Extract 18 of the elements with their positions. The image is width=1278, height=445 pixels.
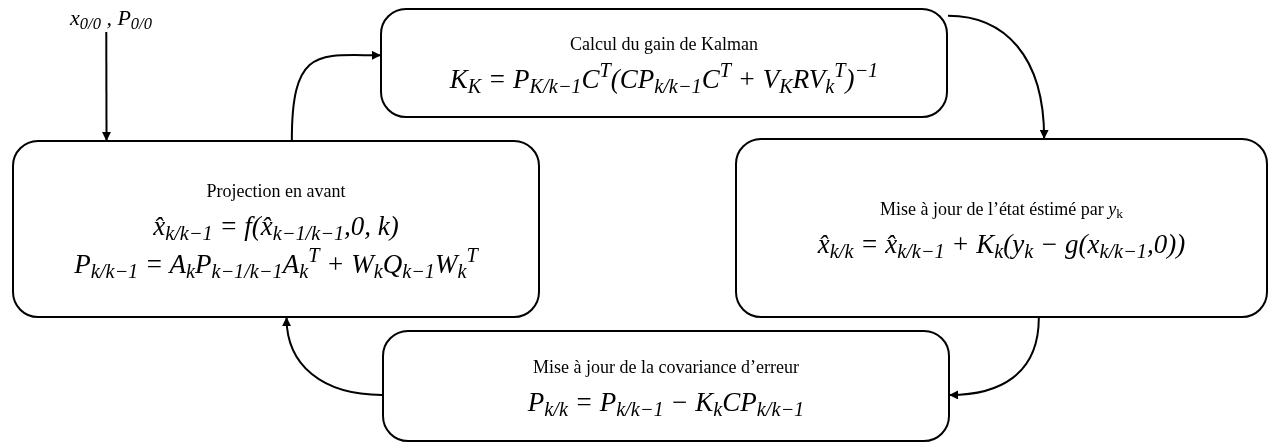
arrow xyxy=(102,31,111,141)
arrow xyxy=(947,14,1049,139)
arrow xyxy=(282,317,383,396)
equation: x̂$_{k/k}$ = x̂$_{k/k−1}$ + K$_{k}$(y$_{k}$ − g(x$_{k/k−1}$,0)) xyxy=(817,227,1186,261)
process-box xyxy=(380,8,948,118)
process-box xyxy=(382,330,950,442)
equation: K$_{K}$ = P$_{K/k−1}$C$^{T}$(CP$_{k/k−1}$C$^{T}$ + V$_{K}$RV$_{k}$$^{T}$)$^{−1}$ xyxy=(449,61,879,96)
process-box xyxy=(735,138,1268,318)
arrow xyxy=(290,50,381,141)
equation: P$_{k/k}$ = P$_{k/k−1}$ − K$_{k}$CP$_{k/k−1}$ xyxy=(527,385,805,419)
step-title: Mise à jour de la covariance d’erreur xyxy=(533,355,799,379)
step-title: Mise à jour de l’état éstimé par y$_{k}$ xyxy=(879,197,1124,223)
step-title: Projection en avant xyxy=(206,179,346,203)
step-title: Calcul du gain de Kalman xyxy=(570,32,758,56)
process-box xyxy=(12,140,540,318)
arrow xyxy=(949,317,1040,400)
initial-condition-label: x$_{0/0}$ , P$_{0/0}$ xyxy=(70,3,152,34)
equation: x̂$_{k/k−1}$ = f(x̂$_{k−1/k−1}$,0, k) xyxy=(153,209,399,243)
